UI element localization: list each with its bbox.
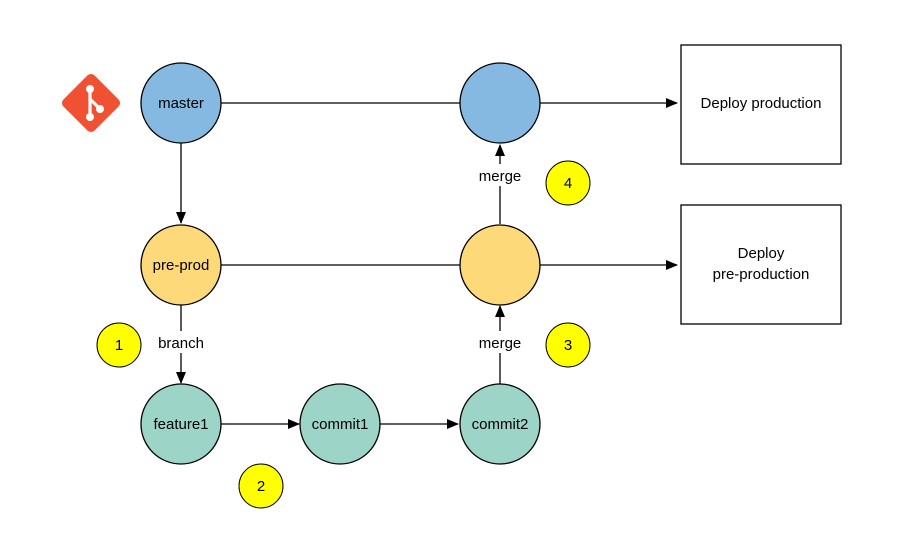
step-badge-4: 4 [545, 160, 591, 206]
node-label-commit1: commit1 [312, 416, 369, 433]
edge-label-merge-to-master: merge [479, 168, 522, 185]
deploy-production-label: Deploy production [701, 95, 822, 112]
node-label-commit2: commit2 [472, 416, 529, 433]
git-logo-icon [61, 73, 121, 133]
step-badge-label-2: 2 [257, 478, 265, 495]
step-badge-3: 3 [545, 322, 591, 368]
deploy-preproduction-label-line1: Deploy [738, 245, 785, 262]
step-badge-label-3: 3 [564, 337, 572, 354]
edge-label-merge-to-preprod: merge [479, 335, 522, 352]
deploy-preproduction-label-line2: pre-production [713, 266, 810, 283]
step-badge-1: 1 [96, 322, 142, 368]
deploy-preproduction-box: Deploy pre-production [680, 204, 842, 325]
step-badge-label-1: 1 [115, 337, 123, 354]
edge-label-branch: branch [158, 335, 204, 352]
node-label-preprod: pre-prod [153, 257, 210, 274]
node-master-merge [459, 62, 541, 144]
node-preprod-merge [459, 224, 541, 306]
node-label-master: master [158, 95, 204, 112]
node-feature1: feature1 [140, 383, 222, 465]
step-badge-2: 2 [238, 463, 284, 509]
node-commit2: commit2 [459, 383, 541, 465]
deploy-production-box: Deploy production [680, 44, 842, 165]
node-master: master [140, 62, 222, 144]
step-badge-label-4: 4 [564, 175, 572, 192]
node-label-feature1: feature1 [153, 416, 208, 433]
node-commit1: commit1 [299, 383, 381, 465]
node-preprod: pre-prod [140, 224, 222, 306]
